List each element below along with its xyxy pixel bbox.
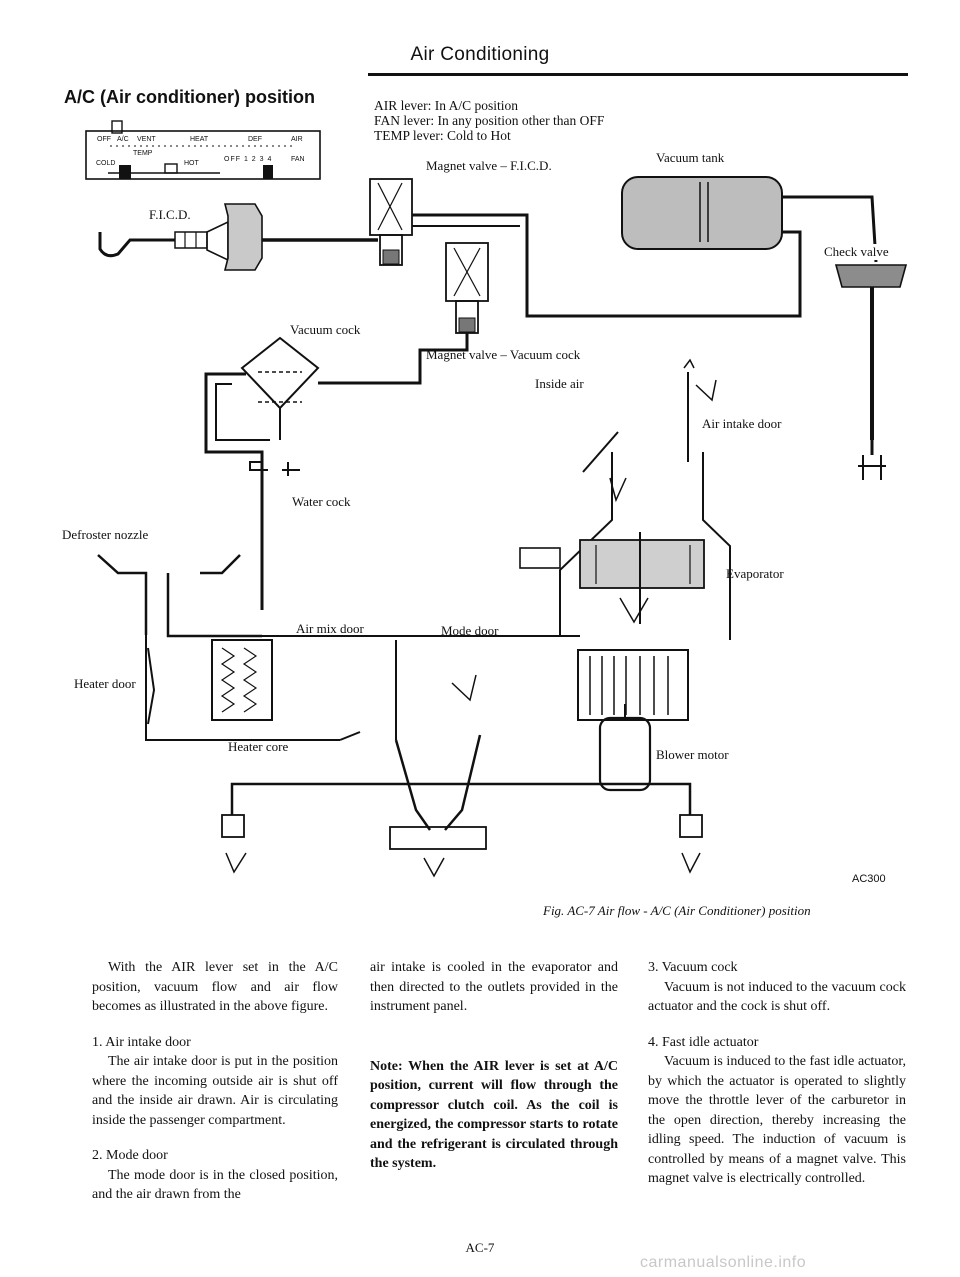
text-column-1: With the AIR lever set in the A/C positi…: [92, 958, 338, 1221]
blower-housing: [577, 649, 689, 721]
label-heater-core: Heater core: [228, 739, 289, 754]
label-air-mix-door: Air mix door: [296, 621, 364, 636]
vacuum-cock: [240, 336, 320, 410]
item1-body: The air intake door is put in the positi…: [92, 1054, 338, 1128]
panel-off-label: OFF: [97, 136, 111, 143]
panel-fan-scale: OFF 1 2 3 4: [224, 156, 273, 163]
label-air-intake-door: Air intake door: [702, 416, 782, 431]
fan-lever-knob: [263, 165, 273, 179]
page-number: AC-7: [465, 1240, 495, 1255]
water-cock: [282, 462, 300, 476]
label-inside-air: Inside air: [535, 376, 584, 391]
check-valve: [834, 264, 908, 288]
section-title: A/C (Air conditioner) position: [64, 87, 315, 107]
panel-air-label: AIR: [291, 136, 303, 143]
ficd-diaphragm: [223, 203, 263, 271]
label-magnet-valve-vacuum-cock: Magnet valve – Vacuum cock: [426, 347, 581, 362]
text-column-3: 3. Vacuum cock Vacuum is not induced to …: [648, 958, 906, 1205]
figure-caption: Fig. AC-7 Air flow - A/C (Air Conditione…: [543, 903, 811, 918]
item4-body: Vacuum is induced to the fast idle actua…: [648, 1054, 906, 1186]
watermark: carmanualsonline.info: [640, 1254, 807, 1271]
panel-heat-label: HEAT: [190, 136, 209, 143]
center-vent: [389, 826, 487, 850]
panel-def-label: DEF: [248, 136, 262, 143]
intro-paragraph: With the AIR lever set in the A/C positi…: [92, 960, 338, 1014]
heater-core: [211, 639, 273, 721]
figure-code: AC300: [852, 873, 886, 885]
panel-ac-label: A/C: [117, 136, 129, 143]
compressor-note: Note: When the AIR lever is set at A/C p…: [370, 1058, 618, 1172]
item2-title: 2. Mode door: [92, 1148, 168, 1163]
page-header-title: Air Conditioning: [410, 44, 550, 65]
label-mode-door: Mode door: [441, 623, 499, 638]
control-panel-frame: [85, 130, 321, 180]
condition-temp-lever: TEMP lever: Cold to Hot: [374, 128, 511, 143]
panel-vent-label: VENT: [137, 136, 156, 143]
label-heater-door: Heater door: [74, 676, 136, 691]
column2-paragraph: air intake is cooled in the evaporator a…: [370, 960, 618, 1014]
label-vacuum-tank: Vacuum tank: [656, 150, 725, 165]
panel-cold-label: COLD: [96, 160, 116, 167]
lever-conditions: AIR lever: In A/C position FAN lever: In…: [374, 98, 604, 143]
label-magnet-valve-ficd: Magnet valve – F.I.C.D.: [426, 158, 552, 173]
item1-title: 1. Air intake door: [92, 1034, 191, 1050]
panel-temp-label: TEMP: [133, 150, 153, 157]
temp-lever-knob: [119, 165, 131, 179]
item2-body: The mode door is in the closed position,…: [92, 1167, 338, 1203]
item3-body: Vacuum is not induced to the vacuum cock…: [648, 979, 906, 1015]
heater-door: [147, 647, 156, 725]
label-blower-motor: Blower motor: [656, 747, 729, 762]
ficd-linkage: [98, 232, 175, 258]
label-vacuum-cock: Vacuum cock: [290, 322, 361, 337]
panel-fan-label: FAN: [291, 156, 305, 163]
header-rule: [368, 73, 908, 76]
magnet-valve-ficd: [369, 178, 413, 236]
evaporator: [579, 539, 705, 589]
label-defroster-nozzle: Defroster nozzle: [62, 527, 149, 542]
text-column-2: air intake is cooled in the evaporator a…: [370, 958, 618, 1190]
vacuum-tank: [621, 176, 783, 250]
label-check-valve: Check valve: [822, 244, 891, 260]
label-evaporator: Evaporator: [726, 566, 784, 581]
blower-motor: [598, 716, 652, 792]
label-water-cock: Water cock: [292, 494, 351, 509]
condition-fan-lever: FAN lever: In any position other than OF…: [374, 113, 605, 128]
condition-air-lever: AIR lever: In A/C position: [374, 98, 518, 113]
air-lever-knob: [111, 120, 123, 134]
label-ficd: F.I.C.D.: [149, 207, 191, 222]
item4-title: 4. Fast idle actuator: [648, 1034, 759, 1050]
item3-title: 3. Vacuum cock: [648, 960, 738, 975]
defroster-nozzle: [97, 554, 148, 635]
panel-hot-label: HOT: [184, 160, 199, 167]
